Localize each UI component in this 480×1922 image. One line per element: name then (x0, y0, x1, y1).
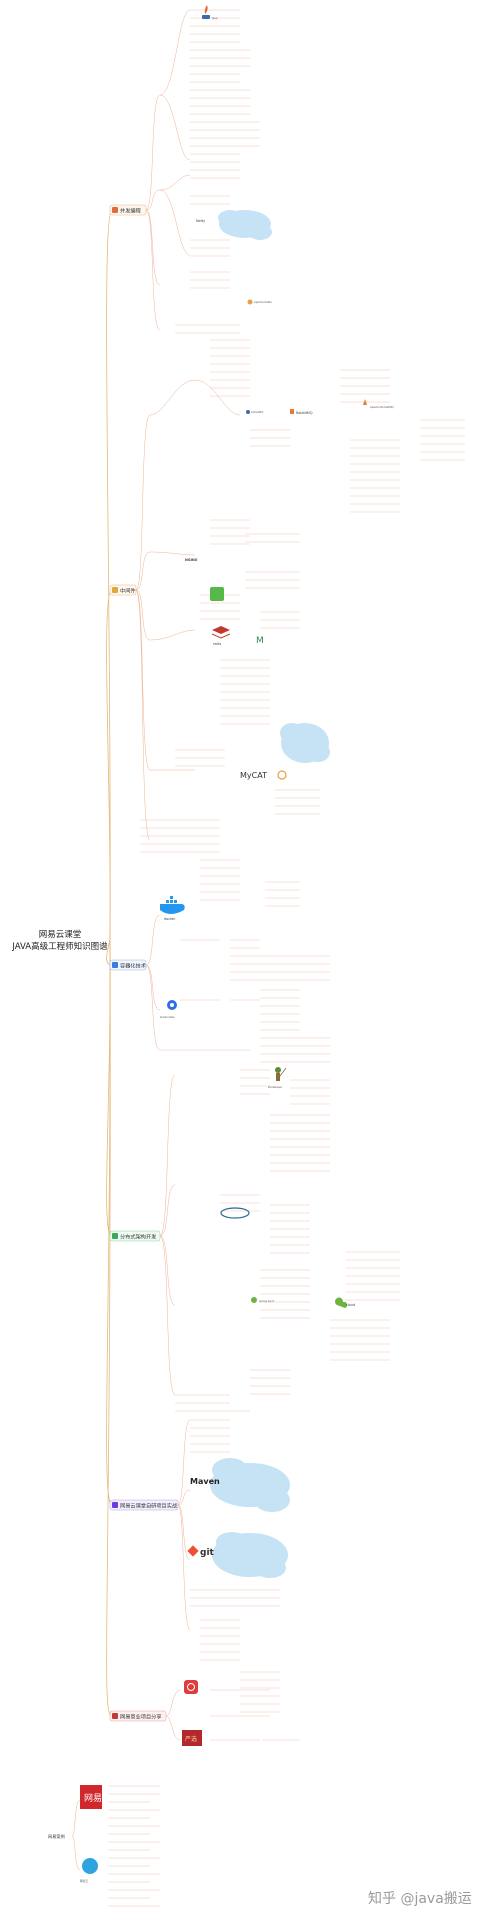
docker-logo: docker (160, 896, 185, 921)
nginx-logo-text: NGINX (185, 558, 198, 562)
java-logo: Java (202, 5, 218, 20)
branch-label-projects: 网易云课堂自研项目实战 (120, 1502, 178, 1510)
netease-cloud-logo: 网易云 (80, 1858, 98, 1883)
branch-label-middleware: 中间件 (120, 587, 136, 595)
kafka-logo: Apache Kafka (247, 299, 272, 305)
kubernetes-logo-text: kubernetes (160, 1015, 175, 1019)
footer-cases: 网易 网易云 (71, 1785, 160, 1907)
spring-logo-text: spring boot (259, 1299, 274, 1303)
footer-label: 网易案例 (48, 1834, 65, 1839)
netty-logo-text: Netty (196, 219, 205, 223)
mycat-logo-text: MyCAT (240, 771, 267, 780)
nginx-logo: NGINX (185, 558, 198, 562)
root-connectors (106, 209, 113, 1717)
branch-projects: 网易云课堂自研项目实战 (109, 1419, 290, 1713)
watermark: 知乎 @java搬运 (368, 1891, 472, 1907)
rocketmq-logo: Apache RocketMQ (363, 399, 394, 409)
kubernetes-logo: kubernetes (160, 1000, 177, 1019)
root-subtitle: JAVA高级工程师知识图谱 (12, 942, 108, 952)
branch-label-business: 网易商业项目分享 (120, 1713, 162, 1721)
zookeeper-logo: ZooKeeper (268, 1067, 287, 1089)
git-logo-text: git (200, 1548, 215, 1558)
rocketmq-logo-text: Apache RocketMQ (370, 405, 394, 409)
springcloud-logo-text: cloud (346, 1303, 355, 1307)
highlight-cloud (218, 210, 272, 240)
java-logo-text: Java (211, 16, 218, 20)
node-icon (210, 587, 224, 601)
branch-distributed: 分布式架构开发 (109, 1067, 400, 1412)
yanxuan-logo-text: 严选 (185, 1735, 197, 1743)
netease-cloud-logo-text: 网易云 (80, 1879, 88, 1883)
branch-label-concurrency: 并发编程 (120, 207, 141, 215)
netease-logo: 网易 (80, 1785, 102, 1809)
springcloud-logo: cloud (335, 1297, 355, 1308)
highlight-cloud (210, 1458, 290, 1578)
netease-logo-text: 网易 (84, 1793, 102, 1804)
spring-logo: spring boot (220, 1207, 274, 1303)
branch-middleware: 中间件 (109, 339, 465, 853)
mongodb-logo: M (256, 636, 264, 646)
zookeeper-logo-text: ZooKeeper (268, 1085, 283, 1089)
maven-logo: Maven (190, 1477, 220, 1486)
redis-logo-text: redis (213, 642, 221, 646)
maven-logo-text: Maven (190, 1477, 220, 1486)
root-title: 网易云课堂 (38, 930, 82, 940)
netty-logo: Netty (196, 219, 205, 223)
highlight-cloud (280, 723, 330, 763)
redis-logo: redis (211, 626, 231, 646)
activemq-logo: ActiveMQ (246, 410, 263, 414)
branch-container: 容器化技术 dock (109, 859, 330, 1063)
activemq-logo-text: ActiveMQ (251, 410, 263, 414)
kafka-logo-text: Apache Kafka (254, 300, 272, 304)
rabbitmq-logo: RabbitMQ (290, 409, 313, 415)
git-logo: git (187, 1545, 215, 1558)
yanxuan-logo: 严选 (182, 1730, 202, 1746)
mycat-logo: MyCAT (240, 770, 287, 780)
branch-label-container: 容器化技术 (120, 962, 146, 970)
branch-business: 网易商业项目分享 严选 (109, 1680, 300, 1746)
branch-label-distributed: 分布式架构开发 (120, 1233, 156, 1241)
rabbitmq-logo-text: RabbitMQ (296, 411, 313, 415)
mongodb-logo-text: M (256, 636, 264, 646)
branch-concurrency: 并发编程 (109, 5, 272, 334)
netease-music-logo (184, 1680, 198, 1694)
docker-logo-text: docker (164, 917, 176, 921)
